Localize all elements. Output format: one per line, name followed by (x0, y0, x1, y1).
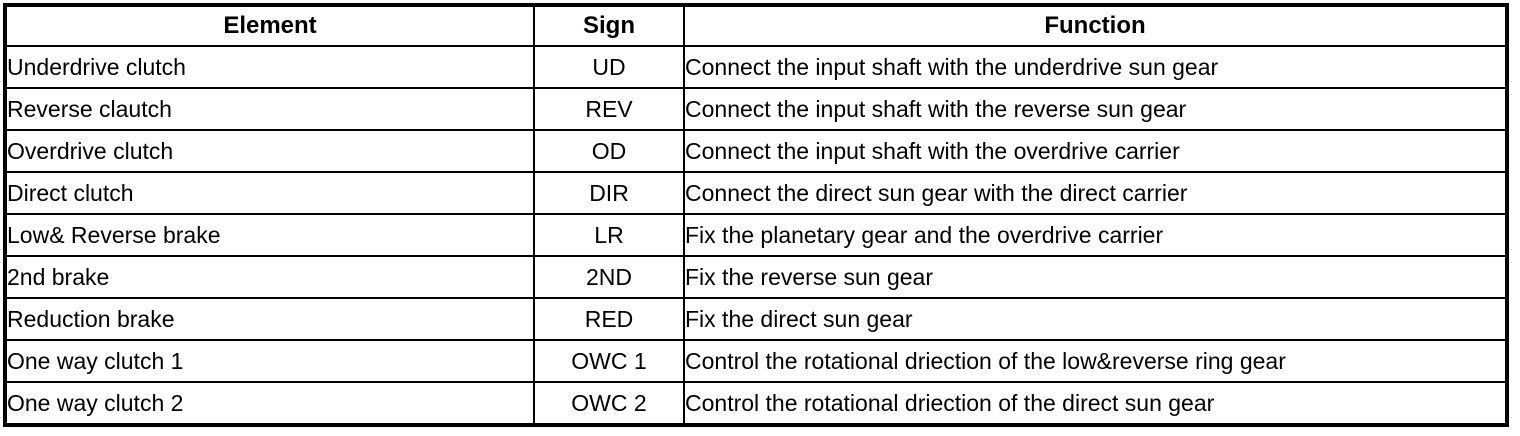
cell-element: 2nd brake (5, 255, 535, 299)
table-header: Element Sign Function (5, 5, 1507, 47)
table-row: One way clutch 1 OWC 1 Control the rotat… (5, 339, 1507, 383)
cell-element: Direct clutch (5, 171, 535, 215)
column-header-function: Function (683, 5, 1507, 47)
cell-sign: RED (533, 297, 685, 341)
table-row: 2nd brake 2ND Fix the reverse sun gear (5, 255, 1507, 299)
cell-function: Control the rotational driection of the … (683, 381, 1507, 425)
cell-sign: OWC 1 (533, 339, 685, 383)
cell-element: Reduction brake (5, 297, 535, 341)
cell-element: One way clutch 2 (5, 381, 535, 425)
table-row: Low& Reverse brake LR Fix the planetary … (5, 213, 1507, 257)
cell-sign: UD (533, 45, 685, 89)
cell-element: Reverse clautch (5, 87, 535, 131)
table-body: Underdrive clutch UD Connect the input s… (5, 45, 1507, 425)
column-header-sign: Sign (533, 5, 685, 47)
cell-element: One way clutch 1 (5, 339, 535, 383)
cell-function: Connect the direct sun gear with the dir… (683, 171, 1507, 215)
table-row: One way clutch 2 OWC 2 Control the rotat… (5, 381, 1507, 425)
table-row: Direct clutch DIR Connect the direct sun… (5, 171, 1507, 215)
cell-sign: LR (533, 213, 685, 257)
cell-function: Connect the input shaft with the reverse… (683, 87, 1507, 131)
transmission-elements-table: Element Sign Function Underdrive clutch … (3, 3, 1509, 427)
table-row: Reverse clautch REV Connect the input sh… (5, 87, 1507, 131)
cell-sign: REV (533, 87, 685, 131)
cell-function: Control the rotational driection of the … (683, 339, 1507, 383)
cell-function: Fix the reverse sun gear (683, 255, 1507, 299)
table-row: Overdrive clutch OD Connect the input sh… (5, 129, 1507, 173)
cell-function: Fix the direct sun gear (683, 297, 1507, 341)
cell-function: Connect the input shaft with the overdri… (683, 129, 1507, 173)
column-header-element: Element (5, 5, 535, 47)
cell-sign: 2ND (533, 255, 685, 299)
cell-sign: DIR (533, 171, 685, 215)
cell-function: Connect the input shaft with the underdr… (683, 45, 1507, 89)
cell-element: Underdrive clutch (5, 45, 535, 89)
cell-function: Fix the planetary gear and the overdrive… (683, 213, 1507, 257)
table-row: Underdrive clutch UD Connect the input s… (5, 45, 1507, 89)
cell-sign: OWC 2 (533, 381, 685, 425)
cell-sign: OD (533, 129, 685, 173)
cell-element: Low& Reverse brake (5, 213, 535, 257)
cell-element: Overdrive clutch (5, 129, 535, 173)
table-header-row: Element Sign Function (5, 5, 1507, 47)
table-row: Reduction brake RED Fix the direct sun g… (5, 297, 1507, 341)
